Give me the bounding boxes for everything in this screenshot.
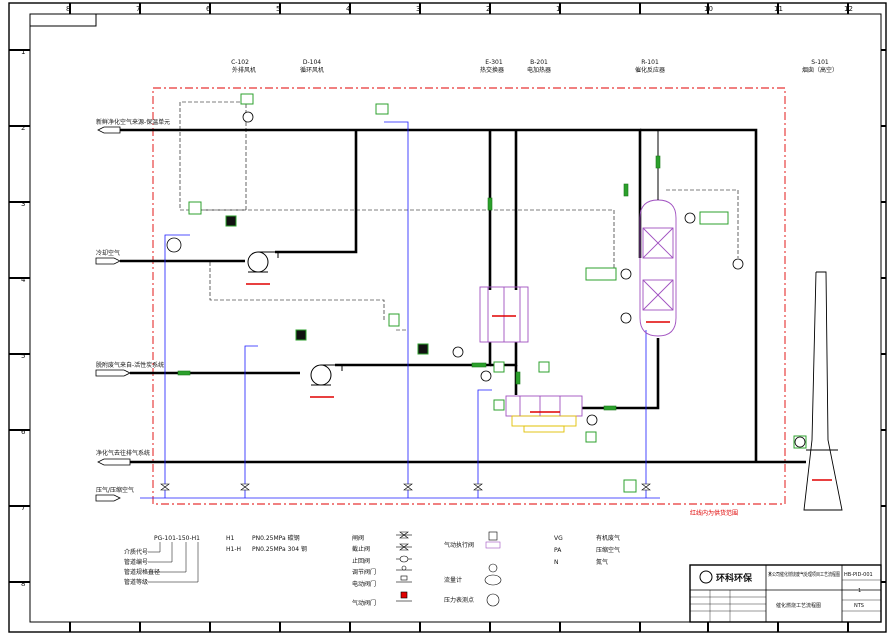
code-part-label: 管道等级	[124, 578, 148, 586]
equipment-name: 外排风机	[232, 66, 256, 74]
grid-row-label: 1	[21, 48, 25, 56]
equipment-tag: S-101	[811, 59, 829, 66]
project-name: 某公司催化燃烧废气处理项目工艺流程图	[768, 571, 840, 578]
stream-label-waste-gas: 脱附废气来自-活性炭系统	[96, 361, 164, 369]
scope-note: 红线内为供货范围	[690, 509, 738, 517]
frame-ticks	[9, 3, 886, 632]
stream-label-purge-in: 新鲜净化空气来源-保温单元	[96, 118, 170, 126]
grid-row-label: 4	[21, 276, 26, 284]
air-line-valves	[160, 483, 651, 491]
medium-codes: VG 有机废气 PA 压缩空气 N 氮气	[554, 534, 620, 566]
scope-boundary	[152, 87, 786, 505]
valve-legend-b: 气动执行阀 流量计 压力表测点	[444, 531, 502, 607]
equipment-tag: C-102	[231, 59, 249, 66]
grid-col-label: 7	[136, 5, 140, 13]
outer-frame	[8, 2, 887, 633]
pipe-class-desc: PN0.25MPa 碳钢	[252, 534, 300, 542]
equipment-tag: E-301	[485, 59, 503, 66]
grid-row-label: 7	[21, 504, 25, 512]
pipe-class-desc: PN0.25MPa 304 钢	[252, 545, 307, 553]
equipment-name: 热交换器	[480, 66, 504, 74]
stream-arrows	[95, 126, 131, 502]
legend-item: 闸阀	[352, 534, 364, 542]
grid-column-labels: 8 7 6 5 4 3 2 1 10 11 12	[66, 5, 853, 13]
legend-item: 气动执行阀	[444, 541, 474, 549]
instrument-air-lines	[140, 121, 660, 499]
grid-col-label: 4	[346, 5, 351, 13]
grid-row-label: 8	[21, 580, 25, 588]
equipment-labels: C-102 外排风机 D-104 循环风机 E-301 热交换器 B-201 电…	[231, 59, 838, 74]
legend-item: 电动阀门	[352, 580, 376, 588]
catalytic-reactor-r101	[639, 199, 677, 337]
sheet-number: 1	[858, 588, 861, 594]
equipment-tag: D-104	[303, 59, 321, 66]
medium-desc: 压缩空气	[596, 546, 620, 554]
stream-label-clean-out: 净化气去往排气系统	[96, 449, 150, 457]
process-lines	[120, 128, 806, 464]
stream-label-cool-air: 冷却空气	[96, 249, 120, 257]
medium-code: VG	[554, 535, 563, 542]
grid-col-label: 1	[556, 5, 560, 13]
electric-heater-b201	[505, 395, 583, 433]
pipe-code-example: PG-101-150-H1	[154, 535, 200, 542]
legend-item: 流量计	[444, 576, 462, 584]
pipe-class-code: H1-H	[226, 546, 241, 553]
fan-d104	[310, 364, 343, 398]
equipment-tag: B-201	[530, 59, 548, 66]
pipe-class-code: H1	[226, 535, 235, 542]
grid-col-label: 6	[206, 5, 211, 13]
code-part-label: 管道规格直径	[124, 568, 160, 576]
equipment-name: 催化反应器	[635, 66, 665, 74]
code-part-label: 介质代号	[124, 548, 148, 556]
legend-item: 调节阀门	[352, 568, 376, 576]
grid-row-label: 5	[21, 352, 25, 360]
grid-row-label: 2	[21, 124, 25, 132]
inline-meters	[177, 155, 661, 411]
grid-col-label: 8	[66, 5, 70, 13]
equipment-name: 烟囱（高空）	[802, 66, 838, 74]
medium-code: N	[554, 559, 559, 566]
fan-c102	[246, 251, 279, 285]
equipment-name: 循环风机	[300, 66, 324, 74]
stack-s101	[803, 271, 843, 511]
grid-col-label: 5	[276, 5, 280, 13]
heat-exchanger-e301	[479, 286, 529, 343]
corner-box	[29, 13, 97, 27]
grid-col-label: 3	[416, 5, 420, 13]
medium-desc: 有机废气	[596, 534, 620, 542]
equipment-name: 电加热器	[527, 66, 551, 74]
grid-col-label: 2	[486, 5, 490, 13]
signal-lines	[179, 101, 739, 331]
code-part-label: 管道编号	[124, 558, 148, 566]
valve-legend-a: 闸阀 截止阀 止回阀 调节阀门 电动阀门 气动阀门	[352, 531, 412, 607]
medium-code: PA	[554, 547, 562, 554]
company-name: 环科环保	[716, 572, 753, 584]
stream-label-compressed-air: 压气/压缩空气	[96, 486, 134, 494]
equipment-tag: R-101	[641, 59, 659, 66]
scale: NTS	[854, 603, 864, 609]
legend-item: 压力表测点	[444, 596, 474, 604]
instrument-circles	[166, 111, 806, 448]
grid-row-label: 6	[21, 428, 26, 436]
instrument-tags	[188, 93, 807, 493]
pipe-class-legend: H1 PN0.25MPa 碳钢 H1-H PN0.25MPa 304 钢	[226, 534, 307, 553]
code-breakdown: PG-101-150-H1 介质代号 管道编号 管道规格直径 管道等级	[124, 535, 200, 586]
stream-labels: 新鲜净化空气来源-保温单元 冷却空气 脱附废气来自-活性炭系统 净化气去往排气系…	[96, 118, 170, 494]
legend-item: 止回阀	[352, 557, 370, 565]
legend-item: 截止阀	[352, 545, 370, 553]
title-block: 环科环保 某公司催化燃烧废气处理项目工艺流程图 催化燃烧工艺流程图 HB-PID…	[689, 564, 882, 623]
legend-item: 气动阀门	[352, 599, 376, 607]
drawing-number: HB-PID-001	[844, 572, 873, 578]
grid-row-label: 3	[21, 200, 25, 208]
grid-row-labels: 1 2 3 4 5 6 7 8	[21, 48, 26, 588]
inner-frame	[29, 13, 882, 623]
company-logo-icon	[699, 570, 713, 584]
medium-desc: 氮气	[596, 558, 608, 566]
drawing-name: 催化燃烧工艺流程图	[776, 602, 821, 609]
